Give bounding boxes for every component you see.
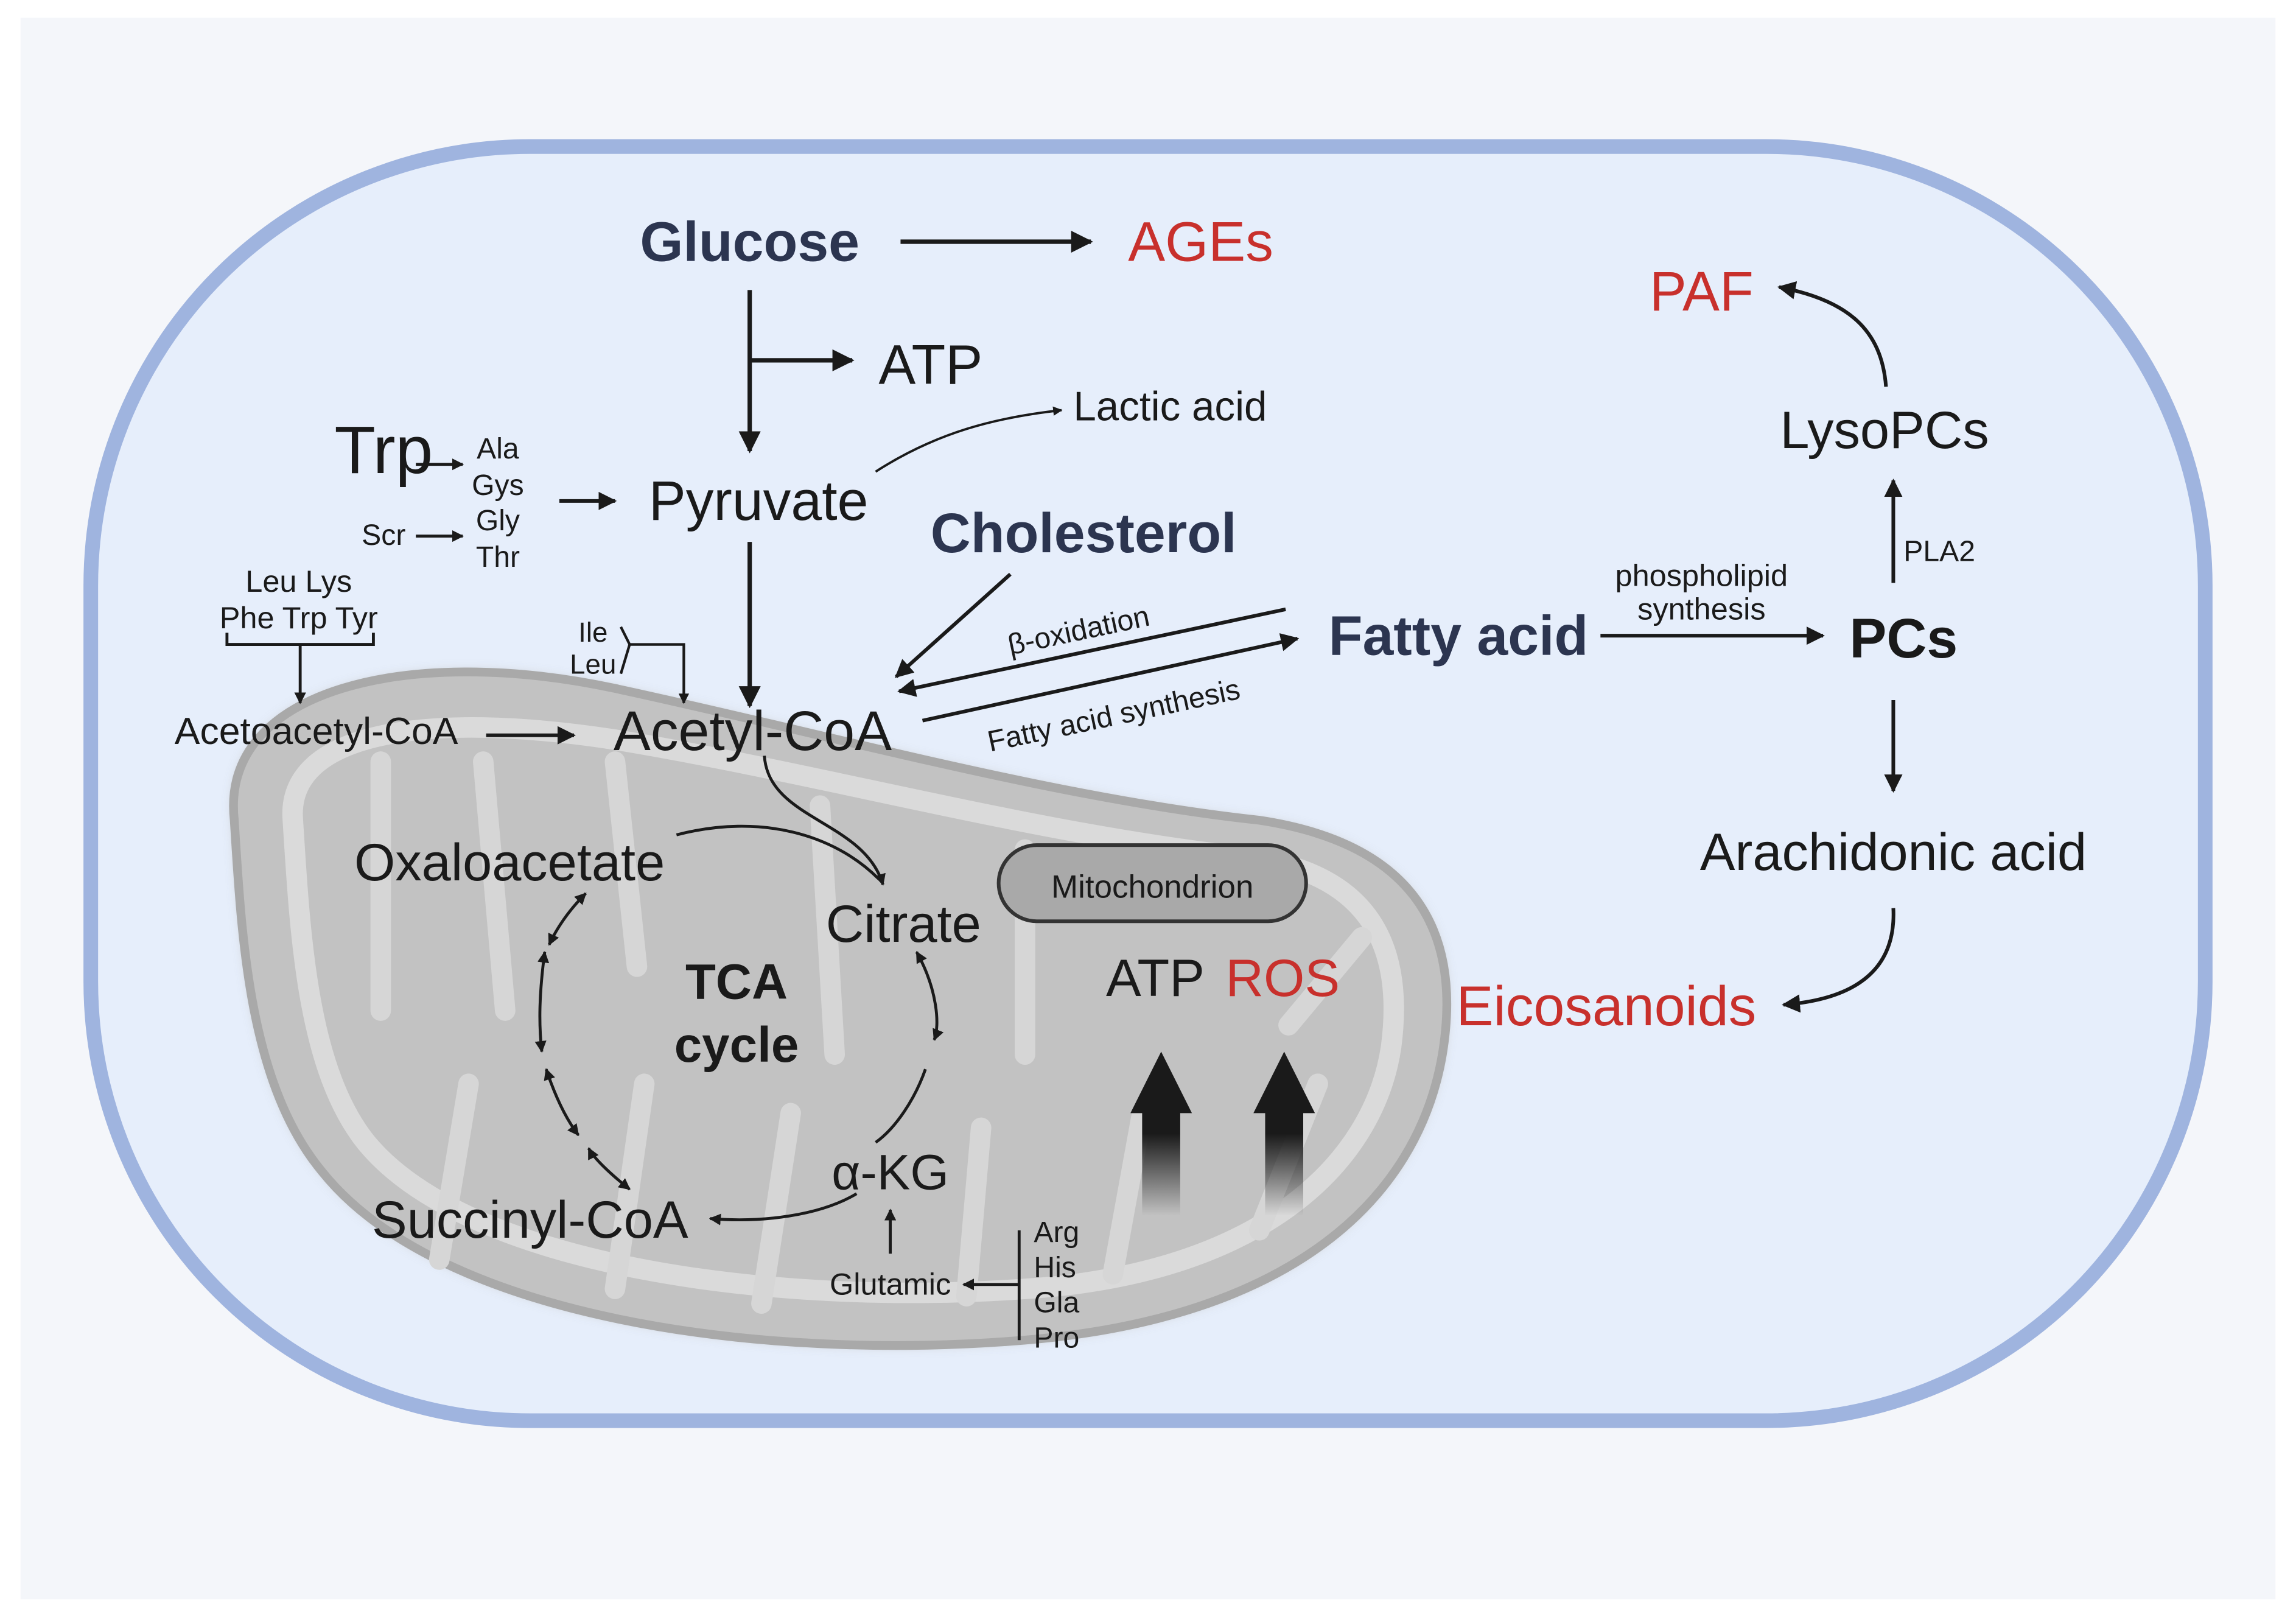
pyruvate-to-lactic-arrow <box>875 406 1063 473</box>
mitochondrion-label-pill <box>996 843 1308 924</box>
gla-label: Gla <box>1034 1286 1079 1319</box>
arachidonic-acid-label: Arachidonic acid <box>1700 823 2087 882</box>
pyruvate-label: Pyruvate <box>649 470 869 532</box>
arachidonic-to-eicosanoids-arrow <box>1782 908 1895 1013</box>
ros-label: ROS <box>1225 949 1340 1008</box>
succinyl-coa-label: Succinyl-CoA <box>372 1191 688 1249</box>
acetoacetyl-coa-label: Acetoacetyl-CoA <box>175 710 458 752</box>
lysopcs-label: LysoPCs <box>1780 401 1989 460</box>
lysopcs-to-paf-arrow <box>1777 281 1888 387</box>
gly-label: Gly <box>476 504 520 537</box>
tca-label-line2: cycle <box>674 1017 799 1073</box>
alpha-kg-label: α-KG <box>831 1145 949 1200</box>
ile-leu-bracket-arrow <box>619 626 684 703</box>
ala-label: Ala <box>477 432 519 465</box>
mitochondrion-label: Mitochondrion <box>1051 869 1253 905</box>
atp-glycolysis-label: ATP <box>878 334 982 396</box>
tca-label-line1: TCA <box>685 955 788 1010</box>
fatty-acid-synthesis-arrow <box>922 633 1300 723</box>
tca-cycle-arrows <box>534 892 944 1226</box>
ile-label: Ile <box>578 617 607 648</box>
eicosanoids-label: Eicosanoids <box>1457 975 1757 1037</box>
phospholipid-label-line1: phospholipid <box>1615 558 1788 592</box>
gys-label: Gys <box>472 469 524 502</box>
leu-lys-label: Leu Lys <box>245 564 352 598</box>
acetyl-coa-label: Acetyl-CoA <box>614 700 892 762</box>
scr-label: Scr <box>362 519 405 552</box>
pcs-label: PCs <box>1849 608 1958 670</box>
his-label: His <box>1034 1251 1076 1284</box>
cholesterol-to-acetyl-coa-arrow <box>894 572 1012 678</box>
beta-oxidation-arrow <box>897 607 1286 697</box>
ketogenic-aa-bracket-arrow <box>225 633 375 703</box>
trp-label: Trp <box>334 413 433 488</box>
ages-label: AGEs <box>1128 211 1273 273</box>
atp-mito-label: ATP <box>1106 949 1205 1008</box>
fatty-acid-label: Fatty acid <box>1329 605 1589 667</box>
glucose-label: Glucose <box>640 211 859 273</box>
arg-label: Arg <box>1034 1216 1079 1249</box>
glutamic-label: Glutamic <box>830 1267 951 1302</box>
paf-label: PAF <box>1650 261 1754 323</box>
ros-up-arrow <box>1253 1051 1315 1216</box>
leu-label: Leu <box>570 649 616 680</box>
citrate-label: Citrate <box>826 895 981 953</box>
thr-label: Thr <box>476 541 520 573</box>
cholesterol-label: Cholesterol <box>931 502 1237 564</box>
oxaloacetate-label: Oxaloacetate <box>354 833 665 892</box>
pla2-label: PLA2 <box>1903 535 1975 567</box>
phe-trp-tyr-label: Phe Trp Tyr <box>220 600 378 635</box>
lactic-acid-label: Lactic acid <box>1073 384 1267 430</box>
pro-label: Pro <box>1034 1321 1079 1354</box>
oxaloacetate-to-citrate-arrow <box>676 824 880 880</box>
aa-to-glutamic-bracket-arrow <box>964 1230 1021 1341</box>
inner-membrane <box>282 717 1404 1303</box>
acetyl-coa-to-citrate-arrow <box>763 756 886 886</box>
atp-up-arrow <box>1130 1051 1192 1216</box>
phospholipid-label-line2: synthesis <box>1637 592 1766 626</box>
